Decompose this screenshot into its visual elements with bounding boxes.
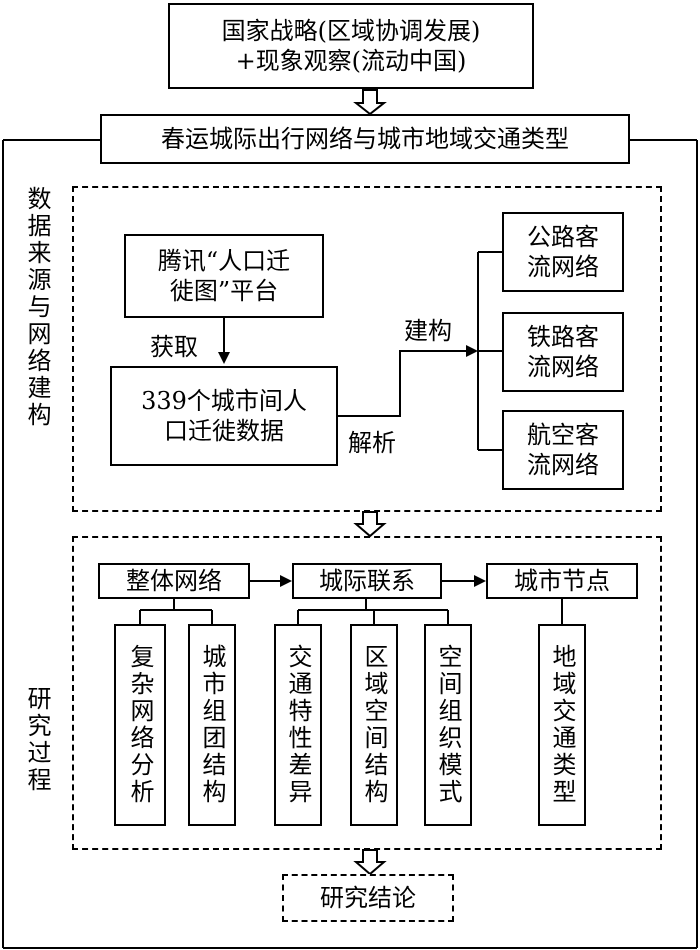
item-traffic-difference: 交通特性差异 — [274, 624, 322, 826]
strategy-box: 国家战略(区域协调发展) +现象观察(流动中国) — [168, 3, 534, 89]
side-label-research: 研究过程 — [23, 686, 51, 794]
header-city-nodes: 城市节点 — [486, 563, 638, 599]
strategy-line-2: +现象观察(流动中国) — [235, 47, 467, 75]
parse-label: 解析 — [348, 429, 396, 457]
item-spatial-organization: 空间组织模式 — [424, 624, 472, 826]
item-regional-traffic-type: 地域交通类型 — [538, 624, 586, 826]
item-regional-structure: 区域空间结构 — [350, 624, 398, 826]
side-label-data: 数据来源与网络建构 — [23, 186, 51, 429]
network-box-air: 航空客 流网络 — [502, 410, 624, 490]
conclusion-label: 研究结论 — [320, 884, 416, 912]
acquire-label: 获取 — [150, 333, 198, 361]
network-box-rail: 铁路客 流网络 — [502, 312, 624, 392]
item-city-cluster: 城市组团结构 — [188, 624, 236, 826]
item-complex-network: 复杂网络分析 — [114, 624, 166, 826]
conclusion-box: 研究结论 — [282, 874, 454, 922]
header-intercity-links: 城际联系 — [292, 563, 442, 599]
diagram-title: 春运城际出行网络与城市地域交通类型 — [161, 125, 569, 153]
source-box: 腾讯“人口迁 徙图”平台 — [124, 234, 324, 318]
hollow-arrow-1 — [353, 89, 387, 116]
dataset-box: 339个城市间人 口迁徙数据 — [110, 366, 338, 466]
hollow-arrow-3 — [353, 849, 387, 876]
network-box-road: 公路客 流网络 — [502, 212, 624, 292]
strategy-line-1: 国家战略(区域协调发展) — [221, 17, 481, 45]
title-box: 春运城际出行网络与城市地域交通类型 — [100, 114, 630, 164]
header-overall-network: 整体网络 — [98, 563, 250, 599]
research-section-frame — [72, 536, 662, 850]
hollow-arrow-2 — [353, 511, 387, 538]
build-label: 建构 — [404, 317, 452, 345]
data-section-frame — [72, 186, 662, 512]
